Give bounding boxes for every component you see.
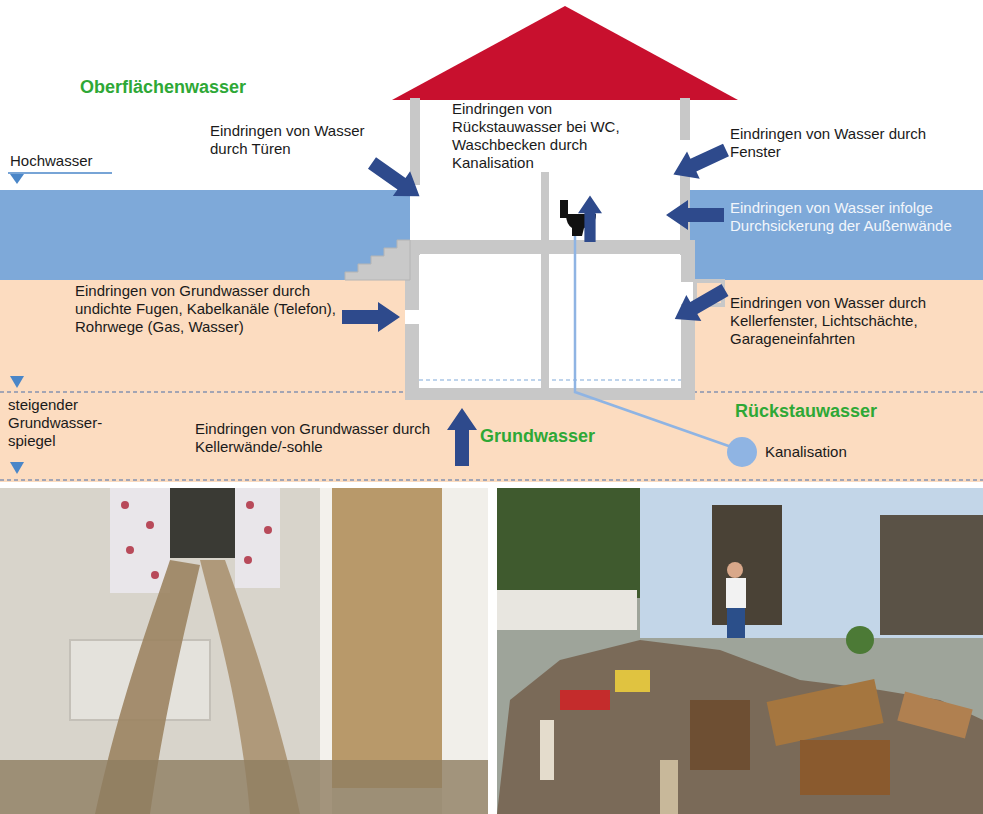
block-arrow [667, 277, 732, 332]
sewer-pipe [575, 232, 740, 450]
photo-door [332, 488, 442, 788]
block-arrow [342, 302, 400, 332]
flood-level-line [8, 172, 112, 174]
callout-text: Eindringen von Grundwasser durch Kellerw… [195, 420, 440, 456]
photo-flood-debris [497, 488, 983, 814]
house-walls [405, 98, 695, 400]
photo-doorway [712, 505, 782, 625]
sewer-circle [727, 437, 757, 467]
wall-joint [405, 310, 419, 324]
callout-text: Eindringen von Grundwasser durch undicht… [75, 282, 337, 336]
house-interior [420, 100, 680, 240]
block-arrow [667, 136, 732, 188]
photo-person-shirt [726, 578, 746, 608]
photo-debris-items [540, 626, 973, 814]
callout-text: Eindringen von Wasser durch Fenster [730, 125, 955, 161]
photo-house-wall [640, 488, 983, 638]
photo-balustrade [497, 590, 637, 630]
basement-interior [419, 254, 681, 388]
wall [681, 254, 695, 400]
level-marker [10, 462, 24, 474]
photo-background [497, 488, 983, 814]
level-marker [10, 174, 24, 184]
part-label: Kanalisation [765, 443, 847, 461]
photo-curtain [110, 488, 170, 593]
floor-slab [405, 240, 695, 254]
level-label: steigender Grundwasser- spiegel [8, 396, 113, 450]
callout-text: Eindringen von Rückstauwasser bei WC, Wa… [452, 100, 634, 172]
level-label: Hochwasser [10, 152, 93, 170]
block-arrow [578, 196, 602, 242]
groundwater-line [0, 480, 983, 481]
block-arrow [447, 408, 477, 466]
region-heading: Rückstauwasser [735, 400, 877, 422]
level-marker [10, 376, 24, 388]
block-arrow [363, 151, 428, 209]
callout-text: Eindringen von Wasser durch Türen [210, 122, 370, 158]
callout-text: Eindringen von Wasser infolge Durchsicke… [730, 199, 975, 235]
photo-floor-water [0, 760, 488, 814]
photo-person-head [727, 562, 743, 578]
roof [392, 6, 738, 100]
water-arrows [342, 136, 733, 466]
outside-stairs [345, 240, 410, 280]
block-arrow [666, 200, 724, 230]
photo-trees [497, 488, 647, 598]
photo-debris-pile [497, 640, 983, 814]
basement-water-line [419, 380, 681, 381]
wall [541, 254, 549, 388]
photo-curtain [235, 488, 280, 588]
photo-person-trousers [727, 608, 745, 638]
region-heading: Grundwasser [480, 425, 595, 447]
photo-garage [880, 515, 983, 635]
photo-flooded-room [0, 488, 488, 814]
region-heading: Oberflächenwasser [80, 76, 246, 98]
photo-wall [0, 488, 488, 814]
callout-text: Eindringen von Wasser durch Kellerfenste… [730, 294, 975, 348]
floor-slab [405, 388, 695, 400]
